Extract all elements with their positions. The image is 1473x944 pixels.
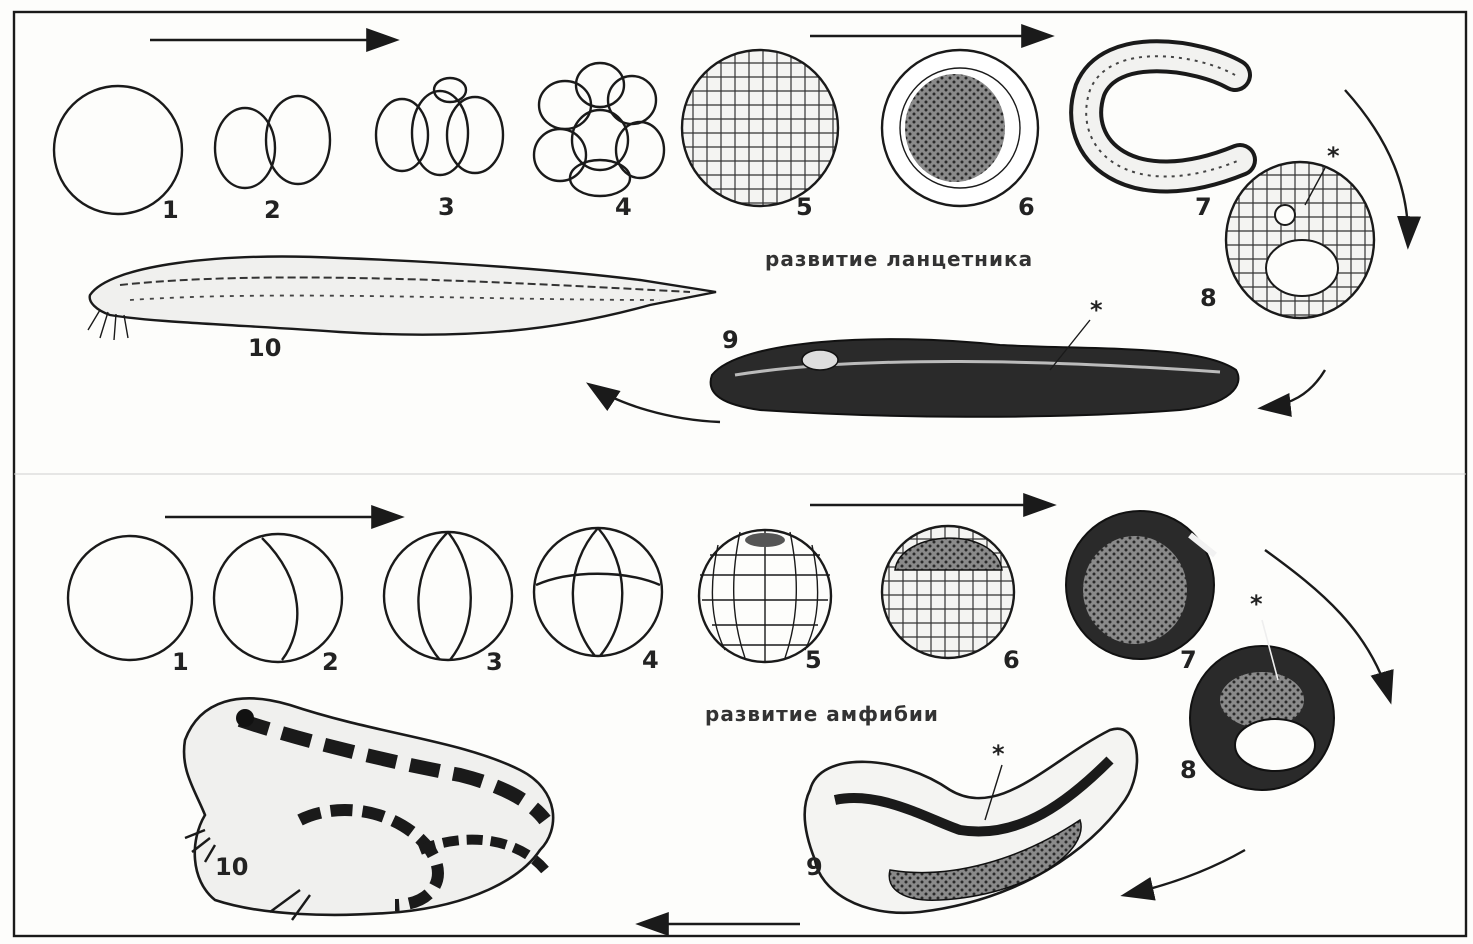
- label-amphibian-10: 10: [215, 853, 248, 881]
- label-amphibian-8: 8: [1180, 756, 1197, 784]
- adult-frog: [184, 698, 553, 920]
- lancelet-blastula: [882, 50, 1038, 206]
- label-lancelet-2: 2: [264, 196, 281, 224]
- lancelet-2-cell: [215, 96, 330, 188]
- amphibian-8-cell: [534, 528, 662, 656]
- lancelet-8-cell: [534, 63, 664, 196]
- label-lancelet-9: 9: [722, 326, 739, 354]
- asterisk-mark: *: [1327, 142, 1340, 170]
- lancelet-4-cell: [376, 78, 503, 175]
- amphibian-zygote: [68, 536, 192, 660]
- lancelet-morula: [682, 50, 838, 206]
- label-lancelet-10: 10: [248, 334, 281, 362]
- label-amphibian-2: 2: [322, 648, 339, 676]
- amphibian-blastula-section: [882, 526, 1014, 658]
- amphibian-embryo: [805, 729, 1137, 913]
- amphibian-neurula: [1190, 620, 1334, 790]
- label-lancelet-6: 6: [1018, 193, 1035, 221]
- amphibian-caption: развитие амфибии: [705, 702, 939, 726]
- lancelet-caption: развитие ланцетника: [765, 247, 1033, 271]
- lancelet-neurula: [1226, 162, 1374, 318]
- label-lancelet-7: 7: [1195, 193, 1212, 221]
- asterisk-mark: *: [1250, 590, 1263, 618]
- label-amphibian-3: 3: [486, 648, 503, 676]
- asterisk-mark: *: [992, 740, 1005, 768]
- label-lancelet-5: 5: [796, 193, 813, 221]
- amphibian-2-cell: [214, 534, 342, 662]
- label-amphibian-6: 6: [1003, 646, 1020, 674]
- amphibian-section: * * 1 2 3 4 5 6 7 8 9 10: [68, 505, 1390, 924]
- label-amphibian-9: 9: [806, 853, 823, 881]
- lancelet-section: * * 1 2 3 4 5 6 7 8 9 10 развитие ланцет…: [54, 36, 1408, 422]
- label-amphibian-5: 5: [805, 646, 822, 674]
- arrow-curved: [590, 385, 720, 422]
- label-lancelet-1: 1: [162, 196, 179, 224]
- amphibian-gastrula: [1066, 511, 1215, 659]
- lancelet-larva: [711, 320, 1239, 417]
- label-amphibian-7: 7: [1180, 646, 1197, 674]
- lancelet-zygote: [54, 86, 182, 214]
- label-lancelet-8: 8: [1200, 284, 1217, 312]
- arrow-curved: [1125, 850, 1245, 895]
- label-amphibian-1: 1: [172, 648, 189, 676]
- arrow-curved: [1262, 370, 1325, 408]
- asterisk-mark: *: [1090, 296, 1103, 324]
- label-amphibian-4: 4: [642, 646, 659, 674]
- label-lancelet-4: 4: [615, 193, 632, 221]
- adult-lancelet: [88, 257, 716, 340]
- label-lancelet-3: 3: [438, 193, 455, 221]
- amphibian-blastula: [699, 530, 831, 662]
- amphibian-4-cell: [384, 532, 512, 660]
